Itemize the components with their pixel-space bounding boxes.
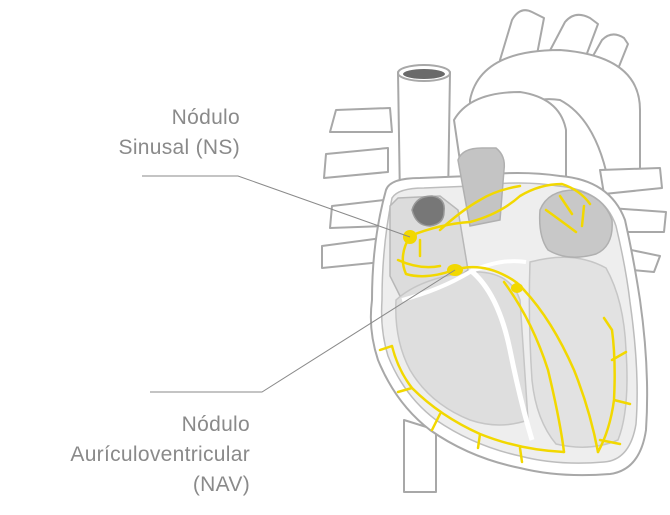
av-node-label-line2: Aurículoventricular [70,440,250,470]
av-node-label-line3: (NAV) [70,470,250,500]
pulmonary-vein-left-2 [324,148,388,178]
pulmonary-vein-left-1 [330,108,392,132]
sinus-node-label-line2: Sinusal (NS) [119,133,240,163]
left-ventricle [529,257,627,447]
sinus-node-label-line1: Nódulo [119,103,240,133]
pulmonary-vein-left-3 [330,200,384,228]
vena-cava-lumen [403,69,445,79]
pulmonary-vein-right-1 [600,168,662,194]
av-node-label-line1: Nódulo [70,410,250,440]
sinus-node-label: Nódulo Sinusal (NS) [119,103,240,163]
his-bundle-node [511,283,523,293]
av-node-label: Nódulo Aurículoventricular (NAV) [70,410,250,500]
